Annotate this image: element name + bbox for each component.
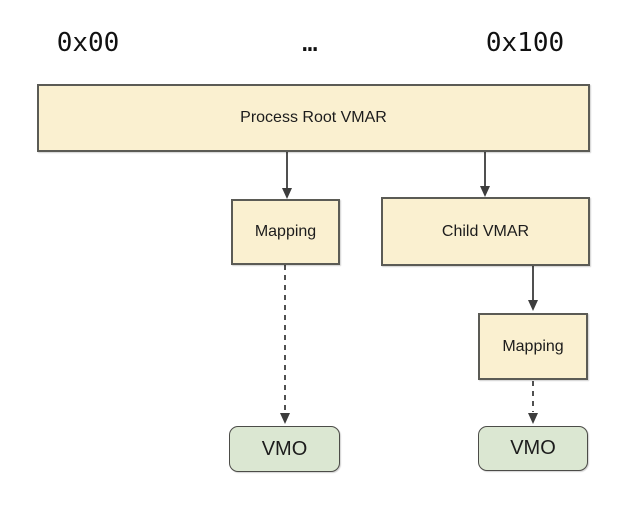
arrow-child-vmar-to-mapping-right <box>528 266 538 311</box>
node-vmo-left: VMO <box>229 426 340 472</box>
address-label-ellipsis: … <box>302 28 318 58</box>
node-label: VMO <box>261 437 308 460</box>
dashed-arrow-mapping-right-to-vmo <box>528 381 538 424</box>
node-label: Mapping <box>502 337 564 355</box>
node-label: Process Root VMAR <box>240 109 387 126</box>
node-mapping-left: Mapping <box>231 199 340 265</box>
node-label: VMO <box>510 437 556 459</box>
node-process-root-vmar: Process Root VMAR <box>37 84 590 152</box>
node-label: Mapping <box>254 223 317 240</box>
arrow-root-to-mapping-left <box>282 152 292 199</box>
dashed-arrow-mapping-left-to-vmo <box>280 265 290 424</box>
node-mapping-right: Mapping <box>478 313 588 380</box>
arrow-root-to-child-vmar <box>480 152 490 197</box>
address-label-end: 0x100 <box>485 28 565 58</box>
node-label: Child VMAR <box>441 222 530 240</box>
node-vmo-right: VMO <box>478 426 588 471</box>
node-child-vmar: Child VMAR <box>381 197 590 266</box>
address-label-start: 0x00 <box>56 28 120 58</box>
